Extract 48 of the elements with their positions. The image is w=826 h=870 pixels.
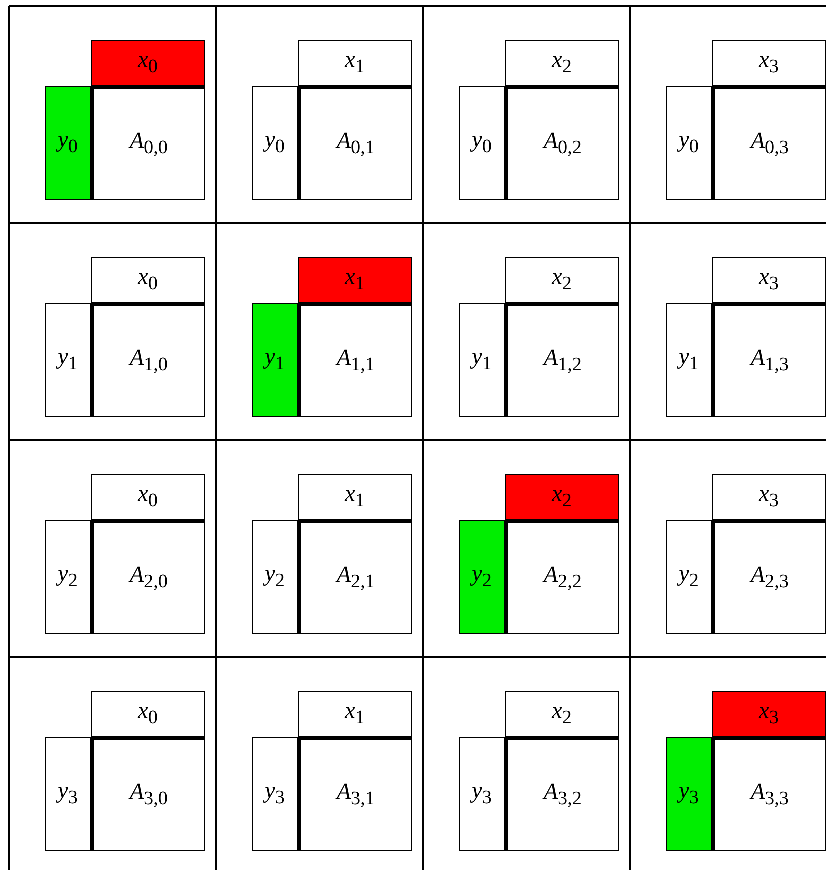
x-header-box: x$_{0}$: [91, 474, 205, 520]
x-header-box: x$_{3}$: [712, 40, 826, 86]
y-header-box: y$_{3}$: [666, 737, 712, 851]
y-header-box: y$_{0}$: [252, 86, 298, 200]
x-header-box: x$_{2}$: [505, 474, 619, 520]
y-header-box: y$_{2}$: [666, 520, 712, 634]
x-header-box: x$_{1}$: [298, 691, 412, 737]
matrix-entry-box: A$_{1,2}$: [505, 303, 619, 417]
y-header-box: y$_{0}$: [666, 86, 712, 200]
matrix-entry-box: A$_{0,1}$: [298, 86, 412, 200]
y-header-box: y$_{2}$: [252, 520, 298, 634]
matrix-entry-box: A$_{2,1}$: [298, 520, 412, 634]
y-header-box: y$_{3}$: [45, 737, 91, 851]
x-header-box: x$_{0}$: [91, 691, 205, 737]
matrix-entry-box: A$_{1,3}$: [712, 303, 826, 417]
y-header-box: y$_{1}$: [45, 303, 91, 417]
x-header-box: x$_{0}$: [91, 257, 205, 303]
y-header-box: y$_{1}$: [252, 303, 298, 417]
matrix-entry-box: A$_{0,2}$: [505, 86, 619, 200]
matrix-entry-box: A$_{0,3}$: [712, 86, 826, 200]
x-header-box: x$_{0}$: [91, 40, 205, 86]
x-header-box: x$_{2}$: [505, 691, 619, 737]
x-header-box: x$_{3}$: [712, 474, 826, 520]
y-header-box: y$_{3}$: [252, 737, 298, 851]
y-header-box: y$_{1}$: [459, 303, 505, 417]
x-header-box: x$_{3}$: [712, 257, 826, 303]
matrix-entry-box: A$_{2,3}$: [712, 520, 826, 634]
y-header-box: y$_{0}$: [45, 86, 91, 200]
matrix-entry-box: A$_{2,0}$: [91, 520, 205, 634]
y-header-box: y$_{0}$: [459, 86, 505, 200]
matrix-entry-box: A$_{3,3}$: [712, 737, 826, 851]
matrix-entry-box: A$_{3,2}$: [505, 737, 619, 851]
y-header-box: y$_{3}$: [459, 737, 505, 851]
matrix-entry-box: A$_{3,0}$: [91, 737, 205, 851]
x-header-box: x$_{2}$: [505, 257, 619, 303]
x-header-box: x$_{1}$: [298, 474, 412, 520]
matrix-entry-box: A$_{0,0}$: [91, 86, 205, 200]
x-header-box: x$_{1}$: [298, 40, 412, 86]
matrix-entry-box: A$_{3,1}$: [298, 737, 412, 851]
x-header-box: x$_{1}$: [298, 257, 412, 303]
matrix-entry-box: A$_{2,2}$: [505, 520, 619, 634]
x-header-box: x$_{2}$: [505, 40, 619, 86]
y-header-box: y$_{2}$: [459, 520, 505, 634]
y-header-box: y$_{1}$: [666, 303, 712, 417]
x-header-box: x$_{3}$: [712, 691, 826, 737]
matrix-entry-box: A$_{1,1}$: [298, 303, 412, 417]
y-header-box: y$_{2}$: [45, 520, 91, 634]
matrix-entry-box: A$_{1,0}$: [91, 303, 205, 417]
